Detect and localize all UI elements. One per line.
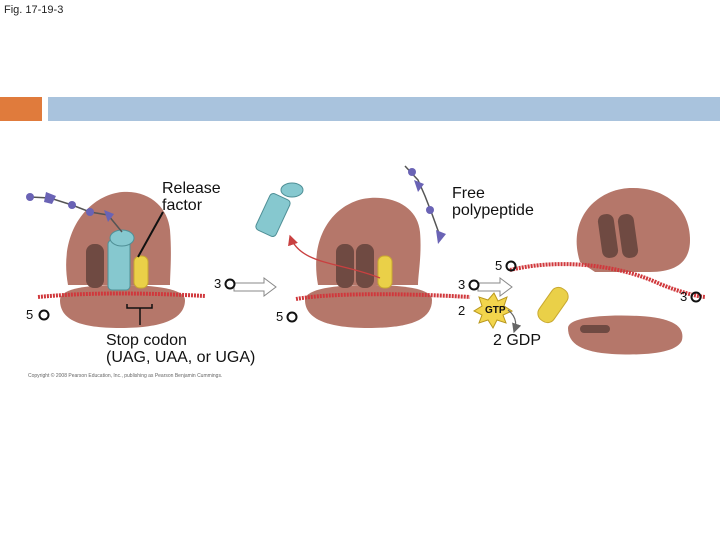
departing-release-factor-icon: [255, 182, 304, 237]
translation-termination-diagram: [26, 165, 706, 355]
release-factor-label: Release factor: [162, 180, 221, 214]
three-prime-label-2: 3: [458, 277, 466, 292]
gdp-label: 2 GDP: [493, 332, 542, 349]
step-arrow-1: [233, 277, 277, 297]
stop-codon-label: Stop codon (UAG, UAA, or UGA): [106, 332, 256, 366]
free-polypeptide-label: Free polypeptide: [452, 185, 534, 219]
five-prime-label-3: 5: [495, 258, 503, 273]
end-marker-icon: [468, 279, 480, 291]
stop-codon-bracket: [126, 304, 153, 325]
end-marker-icon: [38, 309, 50, 321]
gtp-burst-icon: [472, 292, 514, 330]
accent-bar: [0, 97, 42, 121]
released-trna-icon: [537, 286, 569, 324]
free-polypeptide-chain: [404, 165, 446, 244]
gtp-label: GTP: [485, 305, 506, 316]
mrna-strand-2: [295, 292, 471, 301]
three-prime-label-3: 3: [680, 289, 688, 304]
large-subunit: [576, 188, 690, 272]
mrna-strand-1: [37, 291, 206, 299]
step-arrow-2: [477, 277, 513, 297]
five-prime-label-2: 5: [276, 309, 284, 324]
gtp-count: 2: [458, 303, 466, 318]
ribosome-2: [305, 197, 432, 328]
copyright-text: Copyright © 2008 Pearson Education, Inc.…: [28, 373, 223, 379]
five-prime-label-1: 5: [26, 307, 34, 322]
three-prime-label-1: 3: [214, 276, 222, 291]
end-marker-icon: [224, 278, 236, 290]
figure-label: Fig. 17-19-3: [4, 4, 64, 16]
release-arrow: [288, 234, 381, 279]
small-subunit: [568, 315, 683, 355]
title-bar: [48, 97, 720, 121]
gdp-arrow: [507, 309, 522, 334]
release-factor-icon: [107, 229, 135, 291]
end-marker-icon: [286, 311, 298, 323]
end-marker-icon: [690, 291, 702, 303]
end-marker-icon: [505, 260, 517, 272]
release-factor-pointer: [137, 211, 164, 258]
polypeptide-chain-1: [26, 192, 123, 233]
